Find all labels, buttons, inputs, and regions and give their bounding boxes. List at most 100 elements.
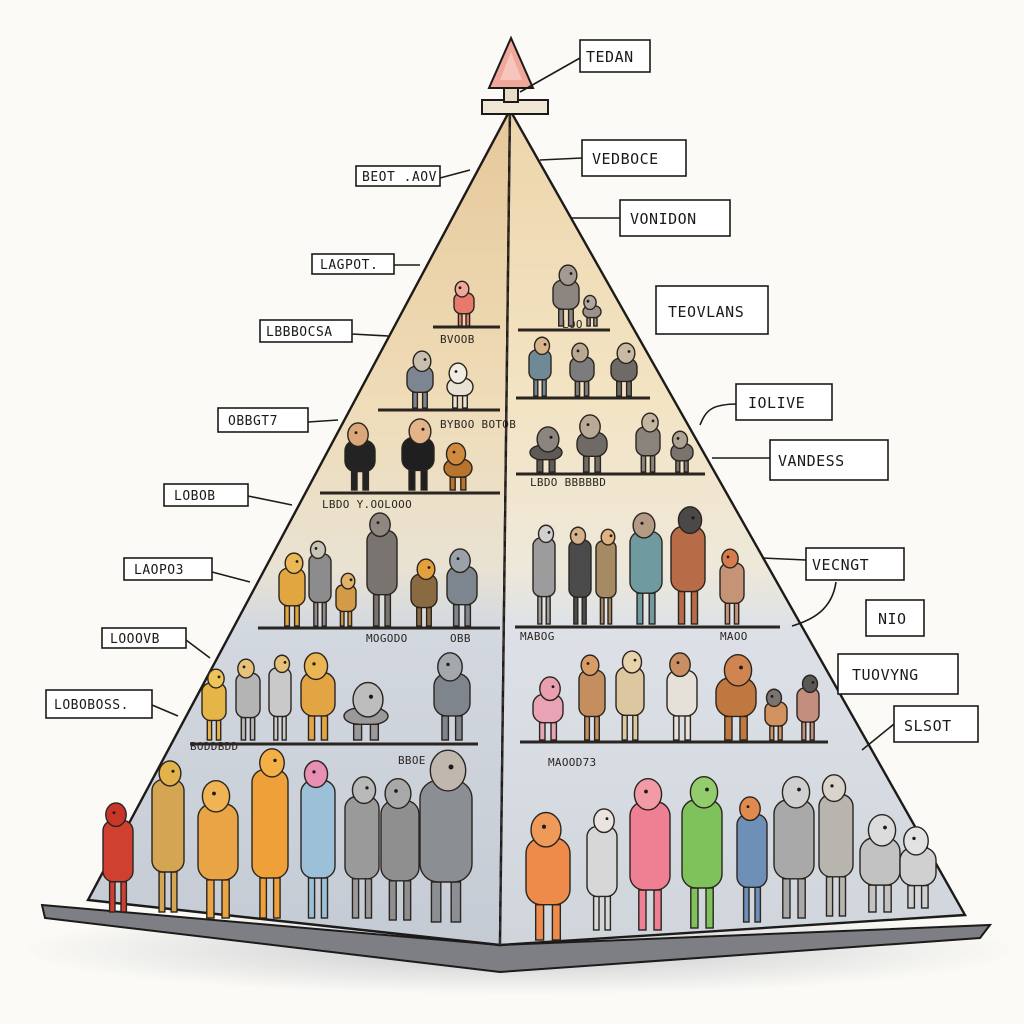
character-figure xyxy=(670,506,706,625)
label-box-right-5 xyxy=(735,383,833,421)
character-figure xyxy=(300,652,336,741)
label-left-1: BEOT .AOV xyxy=(362,170,437,185)
character-figure xyxy=(670,430,694,473)
label-box-right-6 xyxy=(769,439,889,481)
character-figure xyxy=(629,512,663,625)
character-figure xyxy=(528,336,552,397)
character-figure xyxy=(610,342,638,397)
character-figure xyxy=(446,548,478,627)
label-box-left-4 xyxy=(217,407,309,433)
character-figure xyxy=(366,512,398,627)
character-figure xyxy=(235,658,261,741)
character-figure xyxy=(433,652,471,741)
label-right-7: VECNGT xyxy=(812,556,869,574)
tier7-right-caption: MAOOD73 xyxy=(548,756,596,769)
label-box-right-8 xyxy=(865,599,925,637)
character-figure xyxy=(344,422,376,491)
character-figure xyxy=(300,760,336,919)
character-figure xyxy=(635,412,661,473)
label-box-left-2 xyxy=(311,253,395,275)
label-box-left-1 xyxy=(355,165,441,187)
character-figure xyxy=(443,442,473,491)
pyramid-right-face xyxy=(498,105,967,947)
label-left-2: LAGPOT. xyxy=(320,258,378,273)
character-figure xyxy=(419,749,473,923)
character-figure xyxy=(569,342,595,397)
character-figure xyxy=(343,681,389,741)
character-figure xyxy=(818,774,854,917)
label-right-10: SLSOT xyxy=(904,717,952,735)
label-box-left-7 xyxy=(101,627,187,649)
character-figure xyxy=(681,775,723,929)
character-figure xyxy=(773,775,815,919)
character-figure xyxy=(268,654,292,741)
character-figure xyxy=(899,826,937,909)
character-figure xyxy=(595,528,617,625)
character-figure xyxy=(278,552,306,627)
character-figure xyxy=(582,294,602,327)
label-box-right-10 xyxy=(893,705,979,743)
tier3-left-caption: BVOOB xyxy=(440,333,475,346)
left-labels: BEOT .AOV LAGPOT. LBBBOCSA OBBGT7 LOBOB … xyxy=(45,165,471,719)
label-left-8: LOBOBOSS. xyxy=(54,698,129,713)
character-figure xyxy=(532,524,556,625)
character-figure xyxy=(576,414,608,473)
tier4-right-caption: LBDO BBBBBD xyxy=(530,476,606,489)
label-left-5: LOBOB xyxy=(174,489,216,504)
character-figure xyxy=(201,668,227,741)
character-figure xyxy=(615,650,645,741)
label-right-9: TUOVYNG xyxy=(852,666,919,684)
label-box-right-2 xyxy=(581,139,687,177)
label-box-right-7 xyxy=(805,547,905,581)
character-figure xyxy=(715,653,757,741)
label-left-4: OBBGT7 xyxy=(228,414,278,429)
character-figure xyxy=(578,654,606,741)
label-right-5: IOLIVE xyxy=(748,394,805,412)
label-box-right-3 xyxy=(619,199,731,237)
label-box-right-9 xyxy=(837,653,959,695)
tier6-mid-caption: OBB xyxy=(450,632,471,645)
character-figure xyxy=(586,808,618,931)
shelf-captions: BVOOB LOO LBDO Y.OOLOOO LBDO BBBBBD BYBO… xyxy=(190,318,748,769)
label-right-3: VONIDON xyxy=(630,210,697,228)
character-figure xyxy=(335,572,357,627)
character-figure xyxy=(666,652,698,741)
tier6-left-caption: MOGODO xyxy=(366,632,408,645)
label-left-3: LBBBOCSA xyxy=(266,325,333,340)
character-figure xyxy=(251,748,289,919)
tier7-left-caption: BODDBDD xyxy=(190,740,238,753)
character-figure xyxy=(719,548,745,625)
label-box-right-4 xyxy=(655,285,769,335)
character-figure xyxy=(453,280,475,327)
label-box-left-8 xyxy=(45,689,153,719)
character-figure xyxy=(344,776,380,919)
character-figure xyxy=(410,558,438,627)
character-figure xyxy=(525,811,571,941)
character-figure xyxy=(102,802,134,913)
tier4-left-caption: LBDO Y.OOLOOO xyxy=(322,498,412,511)
character-figure xyxy=(796,674,820,741)
label-left-7: LOOOVB xyxy=(110,632,160,647)
character-figure xyxy=(401,418,435,491)
label-right-4: TEOVLANS xyxy=(668,303,744,321)
label-box-left-6 xyxy=(123,557,213,581)
label-box-left-5 xyxy=(163,483,249,507)
character-figure xyxy=(552,264,580,327)
character-figure xyxy=(859,813,901,913)
character-figure xyxy=(151,760,185,913)
label-right-1: TEDAN xyxy=(586,48,634,66)
character-figure xyxy=(197,779,239,919)
character-figure xyxy=(629,777,671,931)
tier6-right-caption: MAOO xyxy=(720,630,748,643)
right-labels: TEDAN VEDBOCE VONIDON TEOVLANS IOLIVE VA… xyxy=(519,39,979,751)
character-figure xyxy=(764,688,788,741)
shelves xyxy=(190,325,828,746)
label-right-2: VEDBOCE xyxy=(592,150,659,168)
character-figure xyxy=(406,350,434,409)
tier6-right2-caption: MABOG xyxy=(520,630,555,643)
character-figure xyxy=(308,540,332,627)
character-figure xyxy=(380,778,420,921)
character-figure xyxy=(532,676,564,741)
